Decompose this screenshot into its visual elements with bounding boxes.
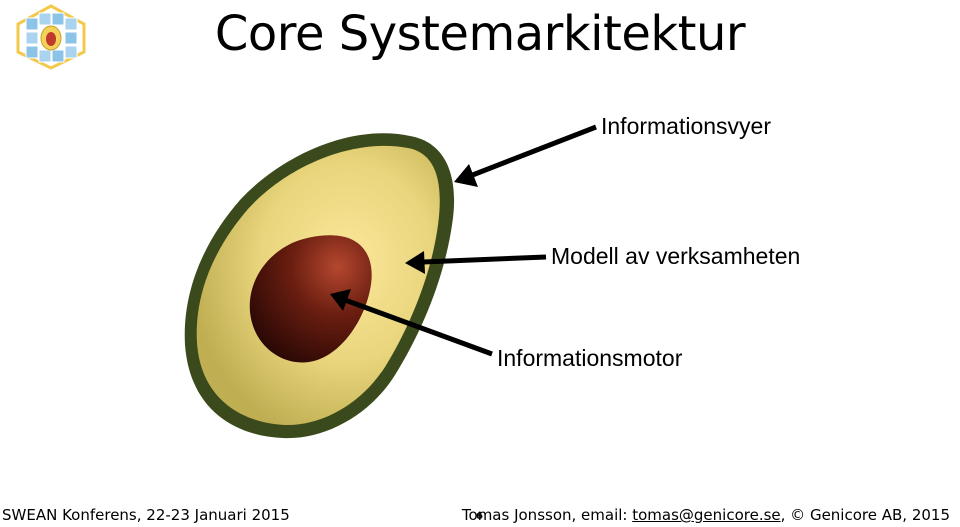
label-informationsmotor: Informationsmotor [497, 345, 683, 371]
label-modell-av-verksamheten: Modell av verksamheten [551, 243, 800, 269]
email-link[interactable]: tomas@genicore.se [632, 506, 781, 524]
footer-author-prefix: Tomas Jonsson, email: [461, 506, 633, 524]
page-number: 6 [476, 511, 483, 522]
avocado-seed [249, 235, 372, 363]
label-model-bold: Modell [551, 243, 619, 269]
arrow-engine-line [344, 297, 493, 357]
footer-conference: SWEAN Konferens, 22-23 Januari 2015 [2, 506, 290, 524]
arrow-views-head [454, 164, 478, 187]
arrow-model-head [405, 251, 425, 274]
arrow-engine-head [330, 289, 351, 311]
arrow-views-line [469, 124, 597, 179]
footer-author: Tomas Jonsson, email: tomas@genicore.se,… [462, 505, 950, 525]
arrow-model-line [422, 254, 547, 265]
label-informationsvyer: Informationsvyer [601, 113, 772, 139]
slide-footer: SWEAN Konferens, 22-23 Januari 2015 6 To… [0, 505, 960, 525]
label-model-rest: av verksamheten [618, 243, 801, 269]
avocado-icon [184, 133, 455, 439]
pointer-arrows [330, 124, 597, 357]
footer-copyright: , © Genicore AB, 2015 [780, 506, 950, 524]
genicore-logo-icon [16, 4, 86, 70]
slide-title: Core Systemarkitektur [214, 6, 746, 62]
